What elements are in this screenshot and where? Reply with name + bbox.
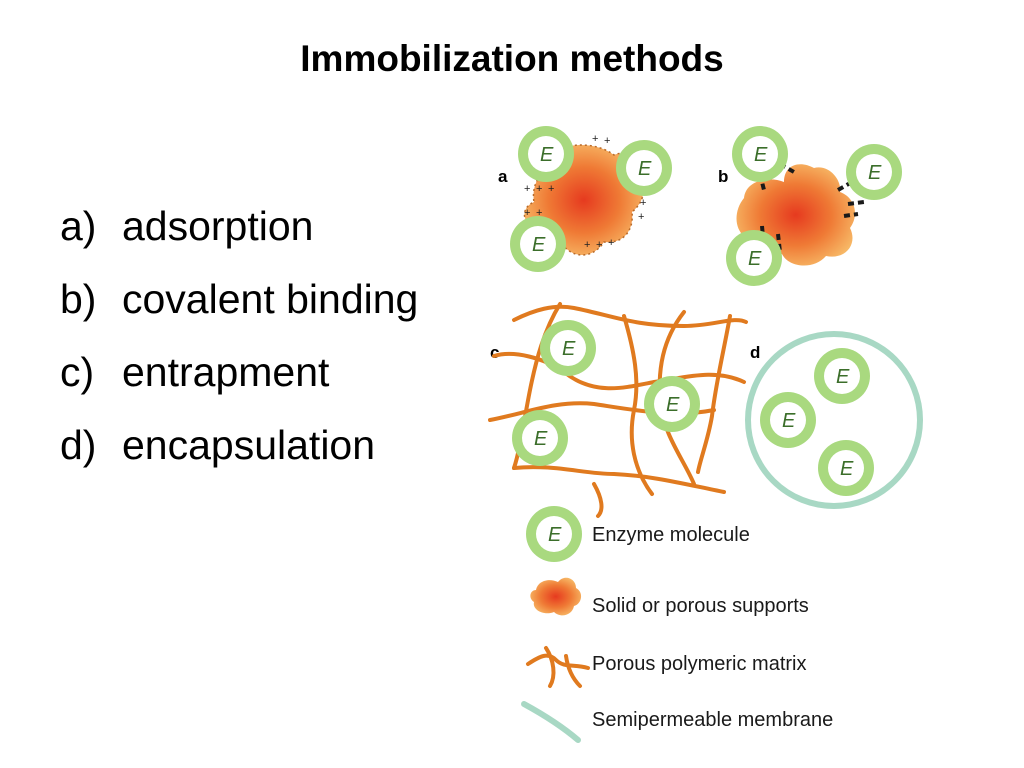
- svg-text:E: E: [548, 524, 562, 546]
- method-marker: b): [60, 276, 97, 322]
- svg-text:+: +: [596, 239, 602, 251]
- legend-label: Solid or porous supports: [592, 595, 809, 617]
- method-item-encapsulation: d) encapsulation: [60, 409, 418, 482]
- method-marker: d): [60, 422, 97, 468]
- legend-item-enzyme: E Enzyme molecule: [526, 506, 750, 562]
- enzyme-icon: E: [526, 506, 582, 562]
- svg-text:+: +: [524, 207, 530, 219]
- diagram-legend: E Enzyme molecule Solid or porous suppor…: [521, 506, 833, 743]
- panel-label-d: d: [750, 343, 760, 362]
- slide-title: Immobilization methods: [300, 38, 724, 79]
- svg-text:+: +: [608, 237, 614, 249]
- enzyme-label: E: [638, 158, 652, 180]
- enzyme-label: E: [754, 144, 768, 166]
- enzyme-label: E: [540, 144, 554, 166]
- support-icon: [530, 577, 582, 616]
- enzyme-label: E: [748, 248, 762, 270]
- enzyme-molecule: E: [818, 440, 874, 496]
- legend-label: Enzyme molecule: [592, 524, 750, 546]
- method-marker: a): [60, 203, 97, 249]
- enzyme-label: E: [868, 162, 882, 184]
- svg-text:+: +: [536, 207, 542, 219]
- enzyme-molecule: E: [814, 348, 870, 404]
- panel-label-b: b: [718, 167, 728, 186]
- enzyme-molecule: E: [540, 320, 596, 376]
- enzyme-label: E: [562, 338, 576, 360]
- legend-item-matrix: Porous polymeric matrix: [526, 646, 807, 688]
- enzyme-molecule: E: [512, 410, 568, 466]
- legend-label: Semipermeable membrane: [592, 709, 833, 731]
- panel-label-c: c: [490, 343, 499, 362]
- method-marker: c): [60, 349, 95, 395]
- enzyme-molecule: E: [510, 216, 566, 272]
- legend-item-membrane: Semipermeable membrane: [521, 701, 833, 743]
- method-label: encapsulation: [122, 422, 376, 468]
- svg-text:+: +: [640, 197, 646, 209]
- method-label: covalent binding: [122, 276, 419, 322]
- method-label: entrapment: [122, 349, 330, 395]
- svg-text:+: +: [638, 211, 644, 223]
- enzyme-molecule: E: [616, 140, 672, 196]
- matrix-icon: [526, 646, 590, 688]
- semipermeable-membrane: [745, 331, 923, 509]
- enzyme-molecule: E: [760, 392, 816, 448]
- legend-label: Porous polymeric matrix: [592, 653, 807, 675]
- enzyme-label: E: [840, 458, 854, 480]
- panel-a-adsorption: a + + + + + + + + + + + + + E E E: [498, 126, 672, 272]
- polymeric-matrix: [488, 302, 748, 518]
- panel-label-a: a: [498, 167, 508, 186]
- enzyme-molecule: E: [644, 376, 700, 432]
- membrane-icon: [521, 701, 581, 743]
- enzyme-label: E: [782, 410, 796, 432]
- panel-d-encapsulation: d E E E: [745, 331, 923, 509]
- enzyme-molecule: E: [518, 126, 574, 182]
- svg-text:+: +: [584, 239, 590, 251]
- legend-item-support: Solid or porous supports: [530, 577, 809, 617]
- panel-b-covalent: b E E E: [718, 126, 902, 286]
- enzyme-molecule: E: [726, 230, 782, 286]
- immobilization-diagram: a + + + + + + + + + + + + + E E E: [488, 126, 923, 743]
- svg-text:+: +: [592, 133, 598, 145]
- method-label: adsorption: [122, 203, 314, 249]
- method-list: a) adsorption b) covalent binding c) ent…: [60, 190, 418, 482]
- svg-text:+: +: [604, 135, 610, 147]
- method-item-covalent-binding: b) covalent binding: [60, 263, 418, 336]
- method-item-entrapment: c) entrapment: [60, 336, 418, 409]
- enzyme-label: E: [532, 234, 546, 256]
- enzyme-label: E: [836, 366, 850, 388]
- svg-text:+: +: [524, 183, 530, 195]
- svg-text:+: +: [536, 183, 542, 195]
- enzyme-molecule: E: [732, 126, 788, 182]
- method-item-adsorption: a) adsorption: [60, 190, 418, 263]
- enzyme-label: E: [534, 428, 548, 450]
- enzyme-label: E: [666, 394, 680, 416]
- panel-c-entrapment: c E E E: [488, 302, 748, 518]
- svg-text:+: +: [548, 183, 554, 195]
- enzyme-molecule: E: [846, 144, 902, 200]
